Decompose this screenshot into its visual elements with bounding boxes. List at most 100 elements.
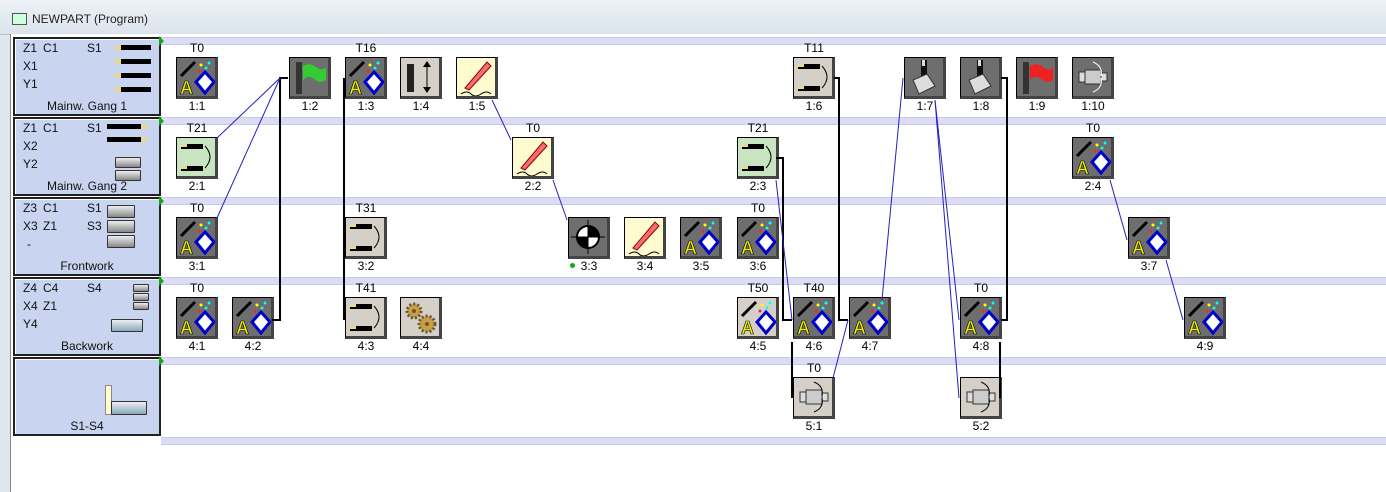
svg-text:A: A <box>853 318 866 336</box>
svg-text:A: A <box>964 318 977 336</box>
zero-point-icon[interactable] <box>568 217 610 259</box>
block-number: 4:9 <box>1196 339 1214 353</box>
block-number: 3:6 <box>749 259 767 273</box>
lane-name: Frontwork <box>60 259 114 273</box>
block-number: 1:5 <box>468 99 486 113</box>
transfer-icon[interactable] <box>904 57 946 99</box>
tool-change-icon[interactable] <box>345 217 387 259</box>
tool-bar-icon <box>115 73 151 78</box>
pencil-icon[interactable] <box>456 57 498 99</box>
spindle-icon[interactable] <box>1072 57 1114 99</box>
block-number: 3:5 <box>692 259 710 273</box>
wizard-icon[interactable]: A <box>737 217 779 259</box>
wizard-icon[interactable]: A <box>849 297 891 339</box>
driven-tool-icon <box>115 157 141 168</box>
wizard-icon[interactable]: A <box>793 297 835 339</box>
block-number: 3:2 <box>357 259 375 273</box>
spindle-swivel-icon[interactable] <box>793 377 835 419</box>
block-number: 4:8 <box>972 339 990 353</box>
svg-text:A: A <box>1132 238 1145 256</box>
pencil-icon[interactable] <box>624 217 666 259</box>
tool-number: T0 <box>189 41 204 55</box>
tool-change-green-icon[interactable] <box>176 137 218 179</box>
lane-separator <box>161 437 1386 445</box>
tool-number: T40 <box>803 281 825 295</box>
block-number: 4:2 <box>244 339 262 353</box>
tool-bar-icon <box>107 137 147 142</box>
axis-label: Z4 <box>23 281 38 295</box>
block-number: 4:4 <box>412 339 430 353</box>
block-number: 4:3 <box>357 339 375 353</box>
wizard-icon[interactable]: A <box>680 217 722 259</box>
lane-header-4[interactable]: S1-S4 <box>13 357 161 436</box>
svg-text:A: A <box>797 318 810 336</box>
axis-label: C1 <box>43 41 59 55</box>
spindle-label: S1 <box>87 121 102 135</box>
axis-label: X1 <box>23 59 38 73</box>
tool-number: T0 <box>189 201 204 215</box>
spindle-label: S3 <box>87 219 102 233</box>
svg-text:A: A <box>180 238 193 256</box>
wizard-icon[interactable]: A <box>232 297 274 339</box>
spindle-swivel-icon[interactable] <box>960 377 1002 419</box>
tool-number: T16 <box>355 41 377 55</box>
tool-bar-icon <box>115 45 151 50</box>
window-icon <box>12 13 27 25</box>
block-number: 3:3 <box>580 259 598 273</box>
tool-change-green-icon[interactable] <box>737 137 779 179</box>
tool-change-icon[interactable] <box>793 57 835 99</box>
wizard-icon[interactable]: A <box>176 57 218 99</box>
wizard-icon[interactable]: A <box>1128 217 1170 259</box>
wizard-icon[interactable]: A <box>1184 297 1226 339</box>
lane-separator <box>161 277 1386 285</box>
wizard-icon[interactable]: A <box>176 217 218 259</box>
tool-holder-icon <box>133 293 149 301</box>
axis-label: Y1 <box>23 77 38 91</box>
tool-bar-icon <box>115 87 151 92</box>
block-number: 1:6 <box>805 99 823 113</box>
block-number: 5:2 <box>972 419 990 433</box>
gears-icon[interactable] <box>400 297 442 339</box>
flag-green-icon[interactable] <box>289 57 331 99</box>
spindle-label: S1 <box>87 201 102 215</box>
svg-text:A: A <box>741 238 754 256</box>
svg-text:A: A <box>1188 318 1201 336</box>
lane-marker-icon <box>159 196 164 206</box>
flag-red-icon[interactable] <box>1016 57 1058 99</box>
spindle-icon <box>111 401 147 415</box>
block-number: 3:7 <box>1140 259 1158 273</box>
wizard-icon[interactable]: A <box>1072 137 1114 179</box>
transfer-icon[interactable] <box>960 57 1002 99</box>
lane-separator <box>161 117 1386 125</box>
block-number: 2:4 <box>1084 179 1102 193</box>
wait-icon[interactable] <box>400 57 442 99</box>
block-number: 1:2 <box>301 99 319 113</box>
lane-marker-icon <box>159 116 164 126</box>
block-number: 1:9 <box>1028 99 1046 113</box>
tool-number: T50 <box>747 281 769 295</box>
lane-name: Backwork <box>60 339 113 353</box>
svg-text:A: A <box>349 78 362 96</box>
pencil-icon[interactable] <box>512 137 554 179</box>
wizard-icon[interactable]: A <box>960 297 1002 339</box>
window-title: NEWPART (Program) <box>32 12 149 26</box>
svg-text:A: A <box>684 238 697 256</box>
wizard-icon[interactable]: A <box>345 57 387 99</box>
post-icon <box>105 385 112 415</box>
driven-tool-icon <box>107 235 135 248</box>
block-number: 1:3 <box>357 99 375 113</box>
axis-label: C1 <box>43 121 59 135</box>
axis-label: C4 <box>43 281 59 295</box>
tool-holder-icon <box>133 284 149 292</box>
axis-label: X2 <box>23 139 38 153</box>
wizard-light-icon[interactable]: A <box>737 297 779 339</box>
wizard-icon[interactable]: A <box>176 297 218 339</box>
tool-change-icon[interactable] <box>345 297 387 339</box>
block-number: 3:4 <box>636 259 654 273</box>
axis-label: - <box>27 237 31 251</box>
